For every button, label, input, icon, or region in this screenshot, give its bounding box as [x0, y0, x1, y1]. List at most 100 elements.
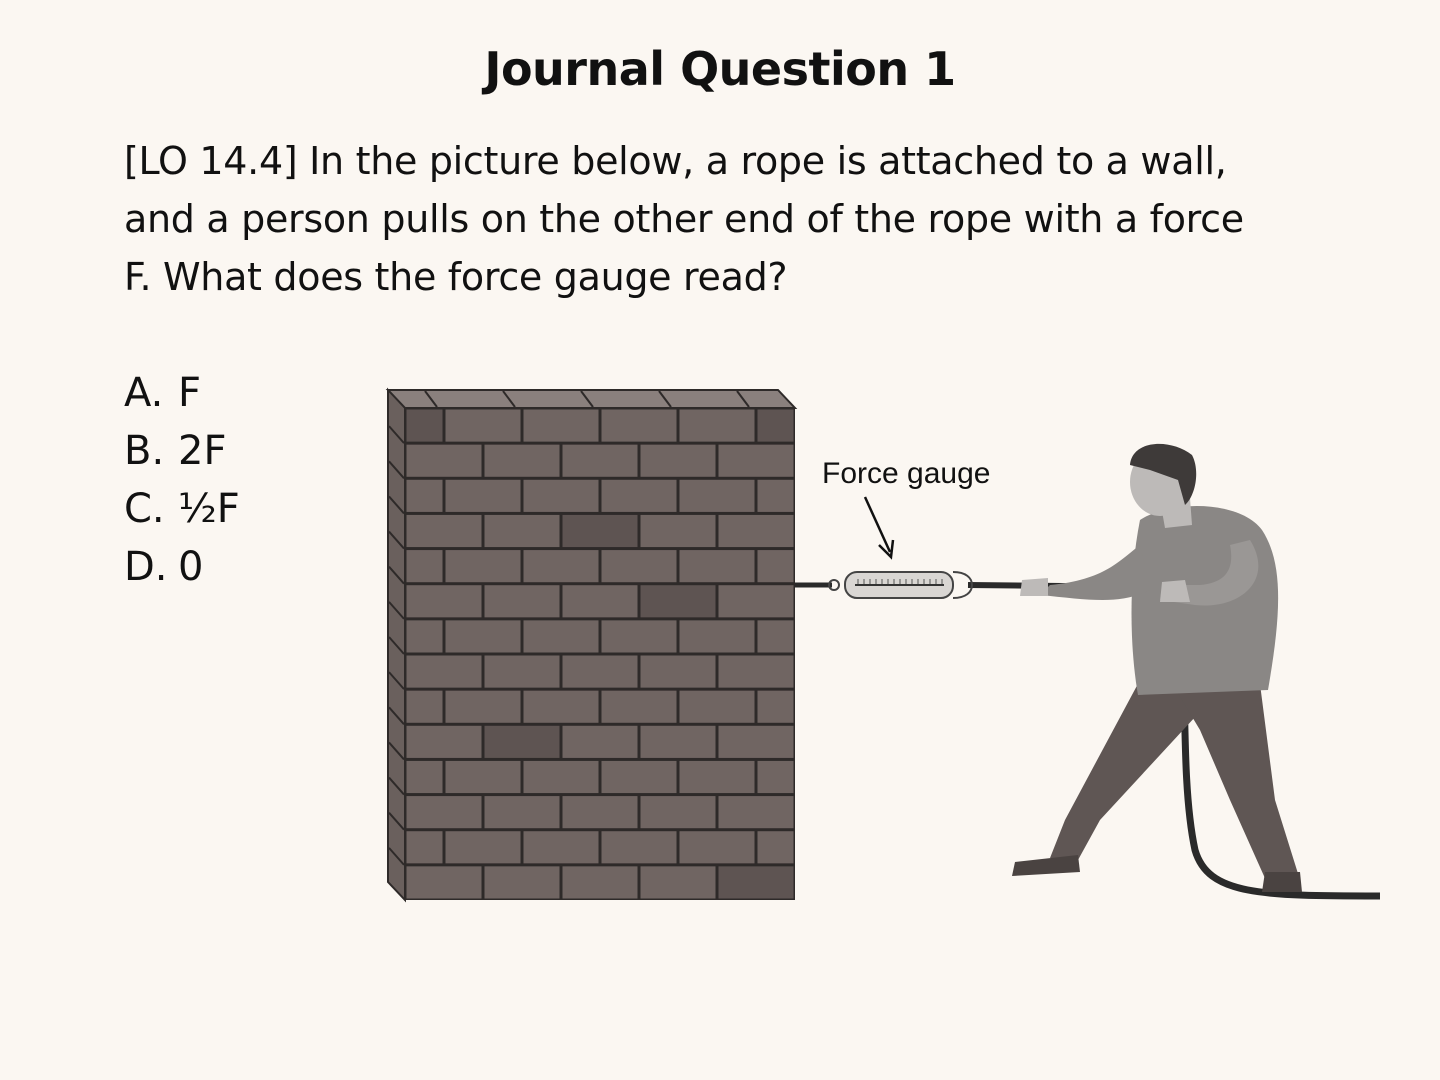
wall-top-tick — [502, 390, 516, 408]
brick — [601, 550, 677, 583]
gauge-hook-left — [828, 579, 840, 591]
brick — [718, 514, 794, 548]
choice-text: ½F — [178, 486, 240, 532]
brick — [679, 620, 755, 653]
brick — [757, 409, 794, 442]
question-text: [LO 14.4] In the picture below, a rope i… — [124, 139, 1244, 299]
wall-top-ticks — [424, 390, 750, 408]
wall-side-ticks — [388, 425, 405, 866]
brick — [757, 760, 794, 794]
choice-letter: D. — [124, 544, 168, 590]
brick — [562, 444, 638, 477]
person-hair — [1130, 443, 1197, 505]
person-back-arm — [1040, 545, 1150, 600]
wall-side-tick — [388, 776, 405, 796]
brick — [445, 760, 521, 794]
choice-d: D. 0 — [124, 538, 240, 596]
wall-top-tick — [736, 390, 750, 408]
brick — [445, 550, 521, 583]
brick — [406, 796, 482, 829]
gauge-arrow — [863, 496, 895, 560]
brick — [445, 479, 521, 512]
brick — [445, 690, 521, 723]
brick — [718, 725, 794, 758]
person-pulling — [1012, 443, 1302, 892]
brick — [757, 690, 794, 723]
wall-side-tick — [388, 636, 405, 655]
wall-side-tick — [388, 425, 405, 444]
wall-side-tick — [388, 566, 405, 585]
brick — [718, 796, 794, 829]
choice-letter: B. — [124, 428, 165, 474]
brick — [484, 655, 560, 688]
brick — [562, 655, 638, 688]
brick — [757, 479, 794, 512]
slide-title: Journal Question 1 — [484, 42, 956, 96]
brick — [601, 620, 677, 653]
brick — [562, 725, 638, 758]
brick — [640, 585, 716, 618]
wall-side-tick — [388, 812, 405, 831]
choice-text: F — [178, 370, 202, 416]
brick — [406, 620, 443, 653]
choice-letter: A. — [124, 370, 164, 416]
brick — [601, 760, 677, 794]
choice-text: 2F — [178, 428, 227, 474]
force-gauge — [828, 571, 974, 599]
brick — [757, 620, 794, 653]
brick — [679, 690, 755, 723]
brick — [562, 796, 638, 829]
brick — [406, 409, 443, 442]
brick — [406, 760, 443, 794]
brick — [601, 409, 677, 442]
brick — [718, 585, 794, 618]
brick — [679, 760, 755, 794]
brick — [484, 444, 560, 477]
brick — [718, 655, 794, 688]
person-back-hand — [1020, 578, 1048, 596]
brick — [406, 831, 443, 864]
brick — [484, 866, 560, 899]
brick — [406, 444, 482, 477]
brick — [640, 796, 716, 829]
gauge-label: Force gauge — [822, 457, 990, 490]
brick — [406, 479, 443, 512]
choice-b: B. 2F — [124, 422, 240, 480]
brick — [640, 725, 716, 758]
brick — [484, 796, 560, 829]
brick — [406, 514, 482, 548]
brick — [484, 585, 560, 618]
brick — [523, 409, 599, 442]
brick-wall — [385, 387, 798, 903]
brick — [445, 831, 521, 864]
brick — [406, 585, 482, 618]
person-back-leg — [1050, 680, 1220, 860]
brick — [523, 831, 599, 864]
wall-side-tick — [388, 530, 405, 550]
brick — [523, 620, 599, 653]
wall-top-tick — [580, 390, 594, 408]
choice-c: C. ½F — [124, 480, 240, 538]
wall-side-tick — [388, 495, 405, 515]
brick — [640, 866, 716, 899]
rope — [795, 582, 1381, 900]
brick — [601, 690, 677, 723]
wall-top-tick — [424, 390, 438, 408]
brick — [601, 831, 677, 864]
brick — [562, 514, 638, 548]
brick — [406, 725, 482, 758]
brick — [406, 866, 482, 899]
brick — [640, 444, 716, 477]
person-front-shoe — [1262, 872, 1302, 892]
choice-text: 0 — [178, 544, 204, 590]
brick — [523, 760, 599, 794]
brick — [445, 620, 521, 653]
brick — [445, 409, 521, 442]
person-front-leg — [1170, 680, 1300, 885]
brick — [406, 550, 443, 583]
wall-bricks — [406, 409, 794, 899]
brick — [640, 655, 716, 688]
gauge-hook-right — [952, 571, 974, 599]
brick — [757, 550, 794, 583]
